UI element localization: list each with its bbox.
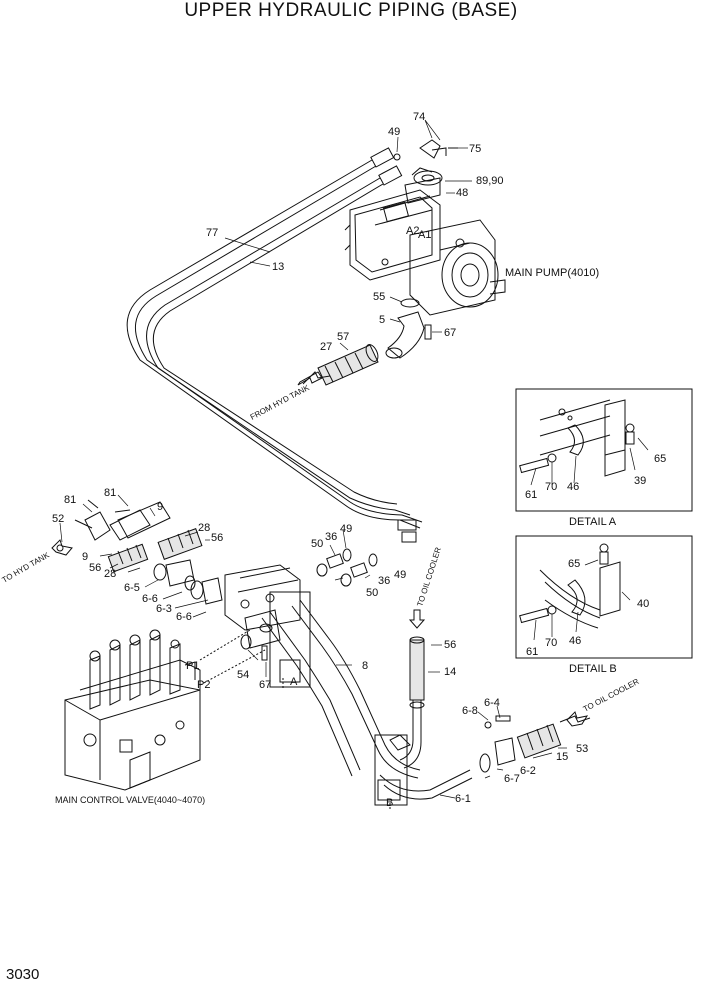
detail-b-callout-65: 65 xyxy=(568,558,580,570)
callout-13: 13 xyxy=(272,261,284,273)
pipe-6-1 xyxy=(379,734,473,800)
caption-detail-a: DETAIL A xyxy=(569,516,617,528)
callout-74: 74 xyxy=(413,111,425,123)
callout-15: 15 xyxy=(556,751,568,763)
mid-fittings xyxy=(316,548,378,587)
callout-48: 48 xyxy=(456,187,468,199)
callout-6-8: 6-8 xyxy=(462,705,478,717)
detail-a-callout-46: 46 xyxy=(567,481,579,493)
callout-77: 77 xyxy=(206,227,218,239)
suction-hose xyxy=(302,344,379,386)
callout-9-top: 9 xyxy=(157,501,163,513)
callout-89-90: 89,90 xyxy=(476,175,504,187)
callout-57: 57 xyxy=(337,331,349,343)
outlet-flange xyxy=(479,715,591,773)
pipe-8 xyxy=(261,599,421,779)
clamp-A xyxy=(269,591,311,688)
callout-67-bottom: 67 xyxy=(259,679,271,691)
callout-14: 14 xyxy=(444,666,456,678)
callout-67-top: 67 xyxy=(444,327,456,339)
callout-6-1: 6-1 xyxy=(455,793,471,805)
callout-56-top: 56 xyxy=(211,532,223,544)
callout-49-top: 49 xyxy=(388,126,400,138)
callout-27: 27 xyxy=(320,341,332,353)
callout-53: 53 xyxy=(576,743,588,755)
suction-elbow xyxy=(385,298,432,359)
callout-6-6-left: 6-6 xyxy=(142,593,158,605)
callout-54: 54 xyxy=(237,669,249,681)
reference-lines xyxy=(199,629,391,810)
detail-b-callout-40: 40 xyxy=(637,598,649,610)
callout-49-mid: 49 xyxy=(340,523,352,535)
callout-6-3: 6-3 xyxy=(156,603,172,615)
left-fittings xyxy=(56,499,223,605)
manifold-block xyxy=(224,564,301,661)
main-pump xyxy=(344,167,506,316)
port-p2: P2 xyxy=(197,679,210,691)
flow-arrows xyxy=(51,371,589,727)
hose-fitting-top xyxy=(370,147,417,543)
leader-lines xyxy=(59,119,567,799)
callout-50-top: 50 xyxy=(311,538,323,550)
callout-5: 5 xyxy=(379,314,385,326)
port-p1: P1 xyxy=(186,660,199,672)
callout-50-bottom: 50 xyxy=(366,587,378,599)
pump-top-fittings xyxy=(393,139,458,186)
detail-b-callout-46: 46 xyxy=(569,635,581,647)
caption-main-pump: MAIN PUMP(4010) xyxy=(505,267,599,279)
caption-to-oil-cooler-diagonal: TO OIL COOLER xyxy=(582,677,641,714)
callout-28-mid: 28 xyxy=(104,568,116,580)
marker-a: A xyxy=(290,676,298,688)
callout-56-mid: 56 xyxy=(89,562,101,574)
detail-a-callout-70: 70 xyxy=(545,481,557,493)
caption-from-hyd-tank: FROM HYD TANK xyxy=(249,383,312,422)
hose-77 xyxy=(126,159,423,529)
callout-36-bottom: 36 xyxy=(378,575,390,587)
port-a1: A1 xyxy=(418,229,431,241)
page-title: UPPER HYDRAULIC PIPING (BASE) xyxy=(184,0,518,21)
pipe-14 xyxy=(399,636,425,769)
callout-81-left: 81 xyxy=(64,494,76,506)
callout-6-4: 6-4 xyxy=(484,697,500,709)
detail-b-frame xyxy=(515,535,693,659)
marker-b: B xyxy=(386,797,393,809)
callout-36-top: 36 xyxy=(325,531,337,543)
callout-6-2: 6-2 xyxy=(520,765,536,777)
clamp-B xyxy=(374,734,408,806)
caption-to-oil-cooler-vertical: TO OIL COOLER xyxy=(415,546,443,608)
caption-detail-b: DETAIL B xyxy=(569,663,617,675)
callout-55: 55 xyxy=(373,291,385,303)
callout-8: 8 xyxy=(362,660,368,672)
detail-b-callout-61: 61 xyxy=(526,646,538,658)
callout-81-right: 81 xyxy=(104,487,116,499)
caption-to-hyd-tank: TO HYD TANK xyxy=(1,550,52,585)
detail-a-callout-65: 65 xyxy=(654,453,666,465)
callout-6-5: 6-5 xyxy=(124,582,140,594)
detail-a-callout-61: 61 xyxy=(525,489,537,501)
detail-a-frame xyxy=(515,388,693,512)
hose-13 xyxy=(146,177,411,516)
callout-49-right: 49 xyxy=(394,569,406,581)
port-a2: A2 xyxy=(406,225,419,237)
main-control-valve xyxy=(64,629,201,791)
callout-6-7: 6-7 xyxy=(504,773,520,785)
callout-6-6-right: 6-6 xyxy=(176,611,192,623)
detail-a-callout-39: 39 xyxy=(634,475,646,487)
callout-28-top: 28 xyxy=(198,522,210,534)
detail-b-callout-70: 70 xyxy=(545,637,557,649)
callout-52: 52 xyxy=(52,513,64,525)
callout-75: 75 xyxy=(469,143,481,155)
page-number: 3030 xyxy=(6,966,40,983)
callout-9-mid: 9 xyxy=(82,551,88,563)
caption-main-control-valve: MAIN CONTROL VALVE(4040~4070) xyxy=(55,795,205,805)
callout-56-right: 56 xyxy=(444,639,456,651)
